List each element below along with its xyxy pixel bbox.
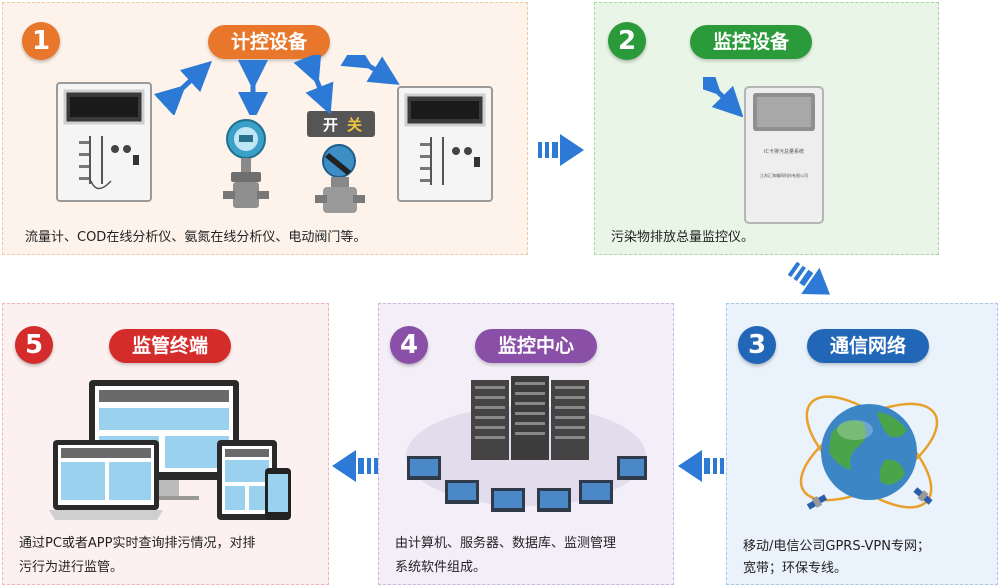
flowmeter-icon — [223, 119, 269, 208]
analyzer-icon — [397, 86, 493, 202]
step-4-description-line-2: 系统软件组成。 — [395, 560, 487, 575]
device-label: IC卡排污总量系统 — [764, 148, 804, 155]
multi-device-icon — [49, 380, 291, 520]
flow-arrow-icon — [538, 134, 584, 166]
step-4-number: 4 — [390, 326, 428, 364]
step-5-panel: 5 监管终端 通过PC或者APP实时查询排污情况，对排 污行为进行监管。 — [2, 303, 329, 585]
device-maker: 江苏汇海辅网科技有限公司 — [760, 172, 808, 178]
globe-satellite-icon — [799, 395, 939, 510]
step-3-panel: 3 通信网络 移动/电信公司GPRS-VPN专网； 宽带；环保专线。 — [726, 303, 998, 585]
step-1-description: 流量计、COD在线分析仪、氨氮在线分析仪、电动阀门等。 — [25, 230, 367, 245]
step-3-title: 通信网络 — [807, 329, 929, 363]
step-1-title: 计控设备 — [208, 25, 330, 59]
step-2-description: 污染物排放总量监控仪。 — [611, 230, 755, 245]
valve-open-label: 开 — [323, 116, 338, 134]
step-2-title: 监控设备 — [690, 25, 812, 59]
step-5-description-line-2: 污行为进行监管。 — [19, 560, 124, 575]
step-3-description-line-1: 移动/电信公司GPRS-VPN专网； — [743, 539, 930, 554]
step-5-description-line-1: 通过PC或者APP实时查询排污情况，对排 — [19, 536, 256, 551]
step-1-number: 1 — [22, 22, 60, 60]
analyzer-icon — [56, 82, 152, 202]
flow-arrow-icon — [678, 450, 724, 482]
step-2-panel: 2 监控设备 IC卡排污总量系统 江苏汇海辅网科技有限公司 污染物排放总量监控仪… — [594, 2, 939, 255]
flow-arrow-icon — [788, 262, 831, 295]
flow-arrow-icon — [332, 450, 378, 482]
bidirectional-arrow-icon — [703, 77, 743, 117]
step-3-number: 3 — [738, 326, 776, 364]
valve-close-label: 关 — [347, 116, 362, 134]
step-4-description-line-1: 由计算机、服务器、数据库、监测管理 — [395, 536, 617, 551]
step-3-description-line-2: 宽带；环保专线。 — [743, 561, 848, 576]
electric-valve-icon: 开 关 — [307, 111, 375, 213]
step-5-number: 5 — [15, 326, 53, 364]
step-5-title: 监管终端 — [109, 329, 231, 363]
step-4-title: 监控中心 — [475, 329, 597, 363]
step-1-panel: 1 计控设备 开 关 — [2, 2, 528, 255]
bidirectional-arrows-icon — [153, 55, 400, 115]
step-2-number: 2 — [608, 22, 646, 60]
server-network-icon — [406, 376, 647, 512]
step-4-panel: 4 监控中心 由计算机、服务器、数据库、监测管理 系统软件组成。 — [378, 303, 674, 585]
monitor-device-icon: IC卡排污总量系统 江苏汇海辅网科技有限公司 — [744, 86, 824, 224]
